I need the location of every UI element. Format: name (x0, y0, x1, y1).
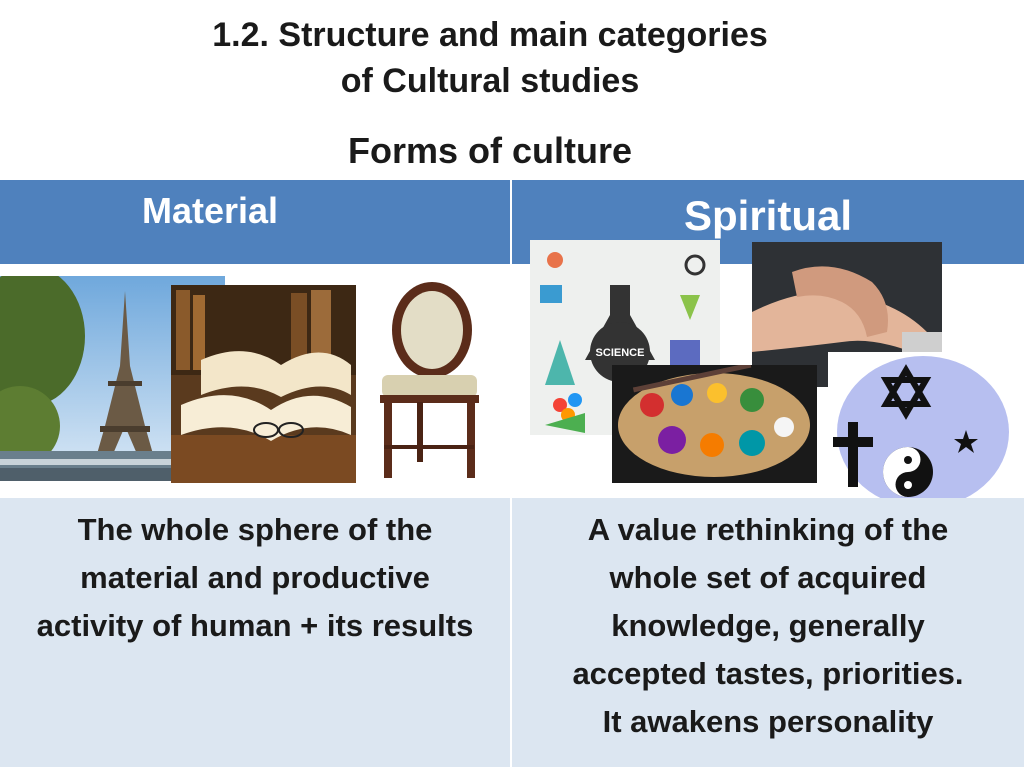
religious-symbols-image (828, 352, 1010, 510)
slide-title-line-1: 1.2. Structure and main categories (212, 16, 768, 54)
books-image (171, 285, 356, 483)
chair-image (362, 280, 487, 480)
science-label: SCIENCE (596, 347, 645, 359)
spiritual-description-line: It awakens personality (602, 704, 934, 739)
spiritual-description-line: accepted tastes, priorities. (572, 656, 964, 691)
spiritual-description-line: knowledge, generally (611, 608, 925, 643)
paint-palette-image (612, 365, 817, 483)
material-description: The whole sphere of the material and pro… (0, 498, 510, 767)
material-description-line: activity of human + its results (36, 608, 474, 643)
slide-subtitle: Forms of culture (347, 130, 633, 171)
spiritual-description-line: A value rethinking of the (587, 512, 949, 547)
spiritual-description-line: whole set of acquired (609, 560, 927, 595)
slide-title-line-2: of Cultural studies (340, 62, 640, 100)
material-description-line: The whole sphere of the (77, 512, 433, 547)
header-material: Material (0, 180, 510, 264)
spiritual-description: A value rethinking of the whole set of a… (512, 498, 1024, 767)
material-description-line: material and productive (80, 560, 430, 595)
